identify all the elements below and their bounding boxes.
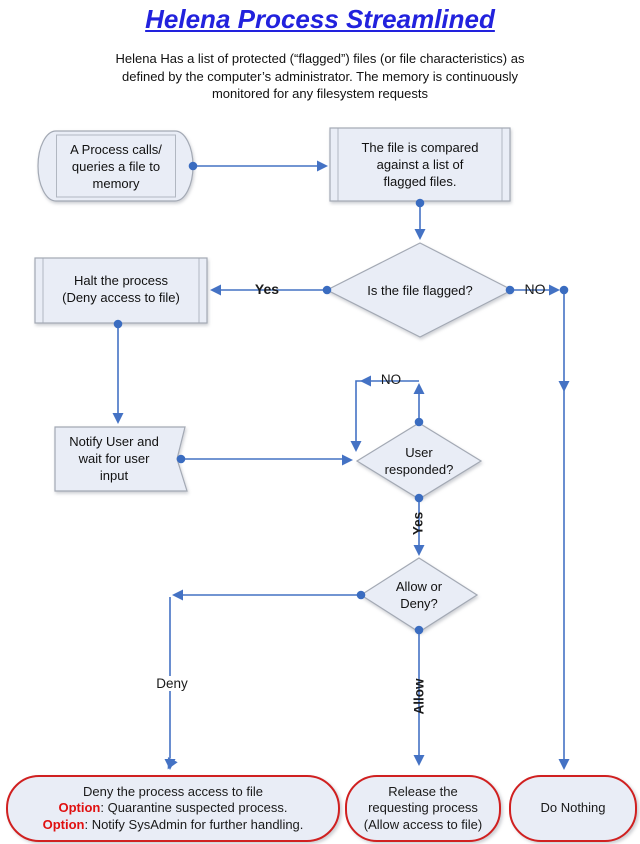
- decision-allow-deny: Allow or Deny?: [395, 579, 443, 611]
- node-process-calls: A Process calls/ queries a file to memor…: [70, 142, 162, 191]
- terminal-deny-line3: Option: Notify SysAdmin for further hand…: [8, 817, 338, 834]
- option-label: Option: [42, 816, 85, 832]
- decision-flagged-shape: [325, 242, 514, 338]
- terminal-deny-line1: Deny the process access to file: [83, 783, 263, 799]
- edge-label-yes-flagged: Yes: [254, 281, 280, 297]
- node-compare: The file is compared against a list of f…: [361, 140, 479, 189]
- connector-lines: [112, 160, 570, 770]
- edge-label-deny: Deny: [148, 676, 196, 691]
- terminal-do-nothing: Do Nothing: [509, 775, 637, 842]
- node-process-calls-shape: [37, 130, 194, 202]
- option-label: Option: [58, 800, 101, 816]
- terminal-deny-process: Deny the process access to file Option: …: [6, 775, 340, 842]
- node-halt-shape: [34, 257, 208, 324]
- node-notify-shape: [54, 426, 188, 492]
- node-notify: Notify User and wait for user input: [69, 434, 159, 483]
- edge-label-no-responded: NO: [380, 372, 402, 387]
- terminal-deny-line2-rest: : Quarantine suspected process.: [100, 800, 288, 816]
- edge-label-yes-responded: Yes: [410, 511, 426, 536]
- node-compare-shape: [329, 127, 511, 202]
- page-title: Helena Process Streamlined: [145, 4, 495, 34]
- edge-label-no-flagged: NO: [524, 281, 546, 297]
- decision-flagged: Is the file flagged?: [367, 283, 473, 298]
- edge-label-allow: Allow: [411, 678, 427, 715]
- description-text: Helena Has a list of protected (“flagged…: [115, 51, 525, 101]
- node-halt: Halt the process (Deny access to file): [62, 273, 180, 305]
- terminal-deny-line2: Option: Quarantine suspected process.: [8, 800, 338, 817]
- terminal-release: Release the requesting process (Allow ac…: [345, 775, 501, 842]
- terminal-deny-line3-rest: : Notify SysAdmin for further handling.: [84, 816, 304, 832]
- decision-responded: User responded?: [384, 445, 454, 477]
